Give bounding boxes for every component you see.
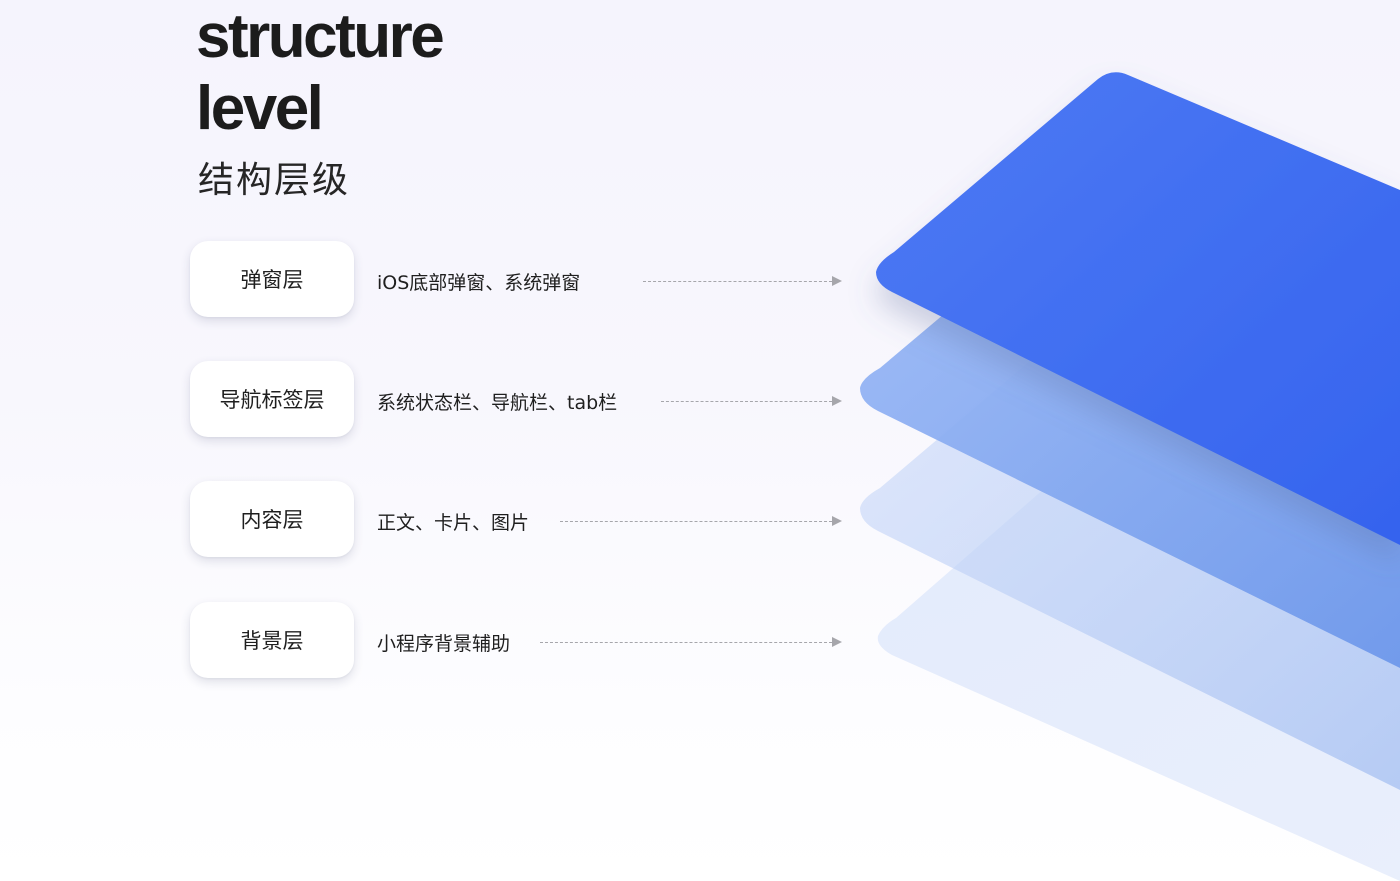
title-chinese: 结构层级 xyxy=(198,160,351,201)
layer-row-popup: 弹窗层 iOS底部弹窗、系统弹窗 xyxy=(0,241,860,321)
arrow-head-icon xyxy=(832,396,842,406)
layer-label-navigation: 导航标签层 xyxy=(190,361,354,437)
dashed-arrow-icon xyxy=(643,276,842,286)
arrow-head-icon xyxy=(832,276,842,286)
dashed-arrow-icon xyxy=(560,516,842,526)
popup-layer-plate xyxy=(876,72,1400,546)
dashed-arrow-icon xyxy=(661,396,842,406)
layer-desc-popup: iOS底部弹窗、系统弹窗 xyxy=(377,271,581,294)
arrow-head-icon xyxy=(832,637,842,647)
layer-label-background: 背景层 xyxy=(190,602,354,678)
layer-row-background: 背景层 小程序背景辅助 xyxy=(0,602,860,682)
layer-row-content: 内容层 正文、卡片、图片 xyxy=(0,481,860,561)
title-structure: structure xyxy=(196,2,445,71)
arrow-head-icon xyxy=(832,516,842,526)
layer-label-popup: 弹窗层 xyxy=(190,241,354,317)
title-level: level xyxy=(196,74,324,143)
layer-desc-background: 小程序背景辅助 xyxy=(377,632,511,655)
layer-desc-navigation: 系统状态栏、导航栏、tab栏 xyxy=(377,391,618,414)
dashed-arrow-icon xyxy=(540,637,842,647)
layer-label-content: 内容层 xyxy=(190,481,354,557)
layer-row-navigation: 导航标签层 系统状态栏、导航栏、tab栏 xyxy=(0,361,860,441)
layer-desc-content: 正文、卡片、图片 xyxy=(377,511,530,534)
